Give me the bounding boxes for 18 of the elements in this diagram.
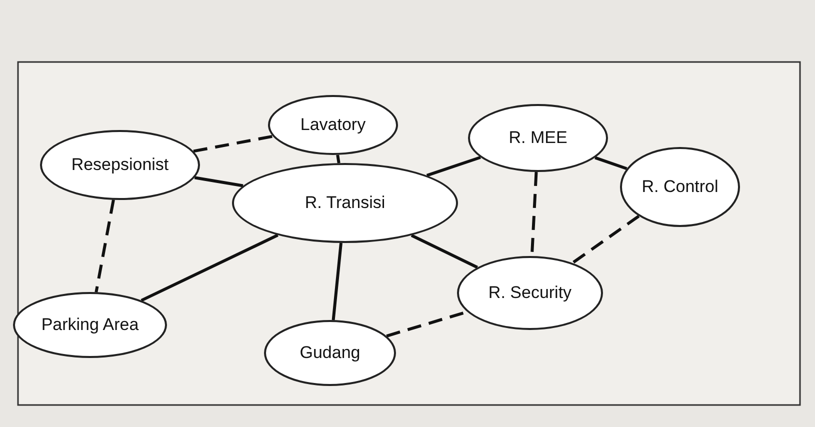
dashed-connector bbox=[193, 134, 274, 153]
connector bbox=[336, 154, 340, 164]
connector bbox=[594, 156, 628, 170]
node-label: R. MEE bbox=[508, 128, 568, 148]
node-label: Lavatory bbox=[300, 115, 366, 135]
connector bbox=[140, 234, 278, 302]
node-label: Resepsionist bbox=[71, 155, 169, 175]
dashed-connector bbox=[572, 214, 640, 264]
connector bbox=[194, 176, 244, 188]
node-label: R. Security bbox=[488, 283, 572, 303]
connector bbox=[410, 234, 478, 269]
node-label: Gudang bbox=[300, 343, 360, 363]
connector bbox=[426, 156, 481, 177]
node-label: R. Transisi bbox=[304, 193, 386, 213]
connector bbox=[332, 242, 342, 320]
node-label: R. Control bbox=[642, 177, 718, 197]
node-label: Parking Area bbox=[41, 315, 139, 335]
dashed-connector bbox=[94, 200, 115, 292]
